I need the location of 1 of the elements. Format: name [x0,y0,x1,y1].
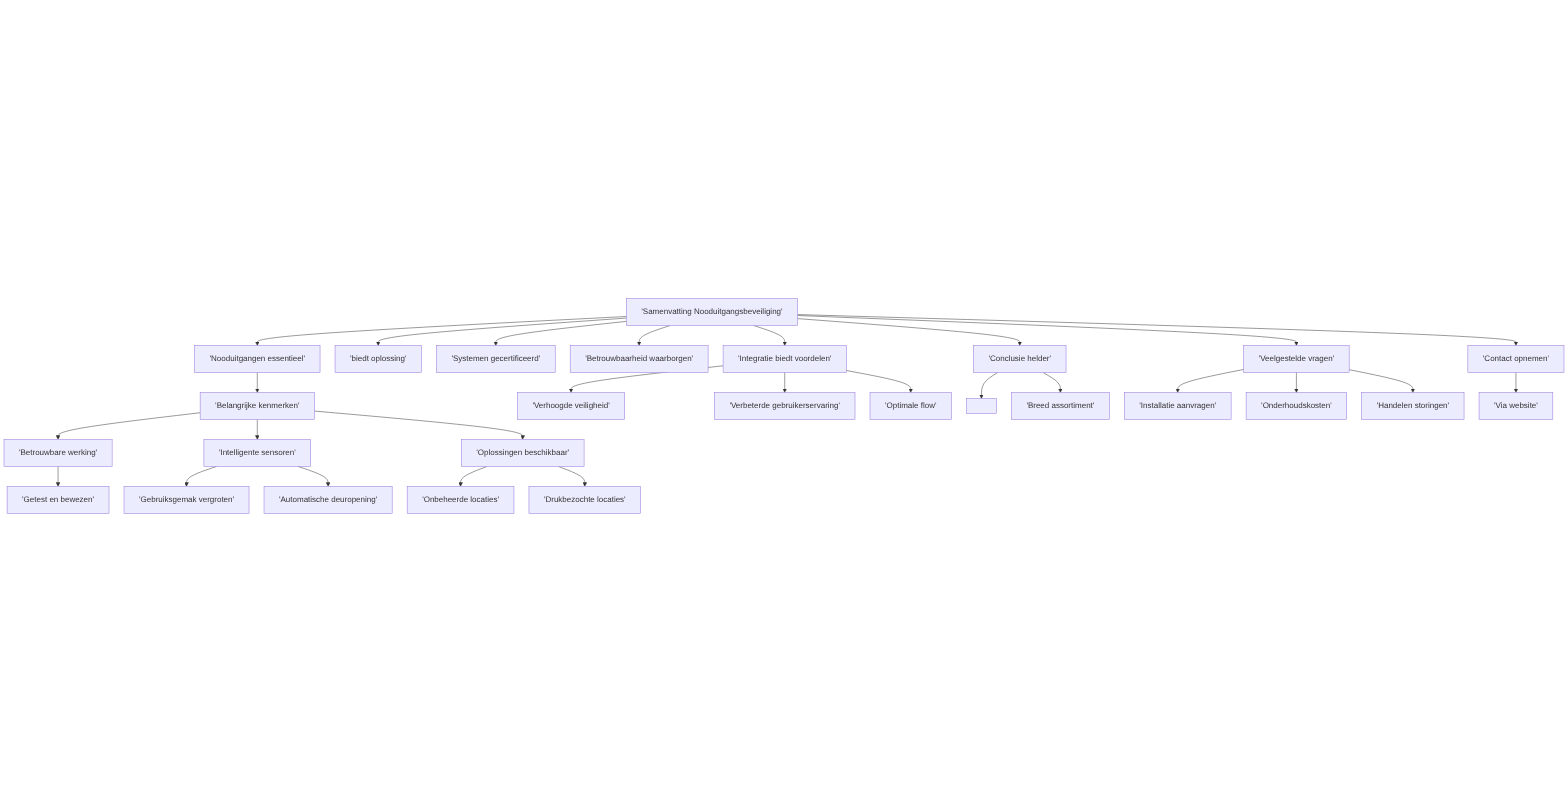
node-box [966,398,997,414]
